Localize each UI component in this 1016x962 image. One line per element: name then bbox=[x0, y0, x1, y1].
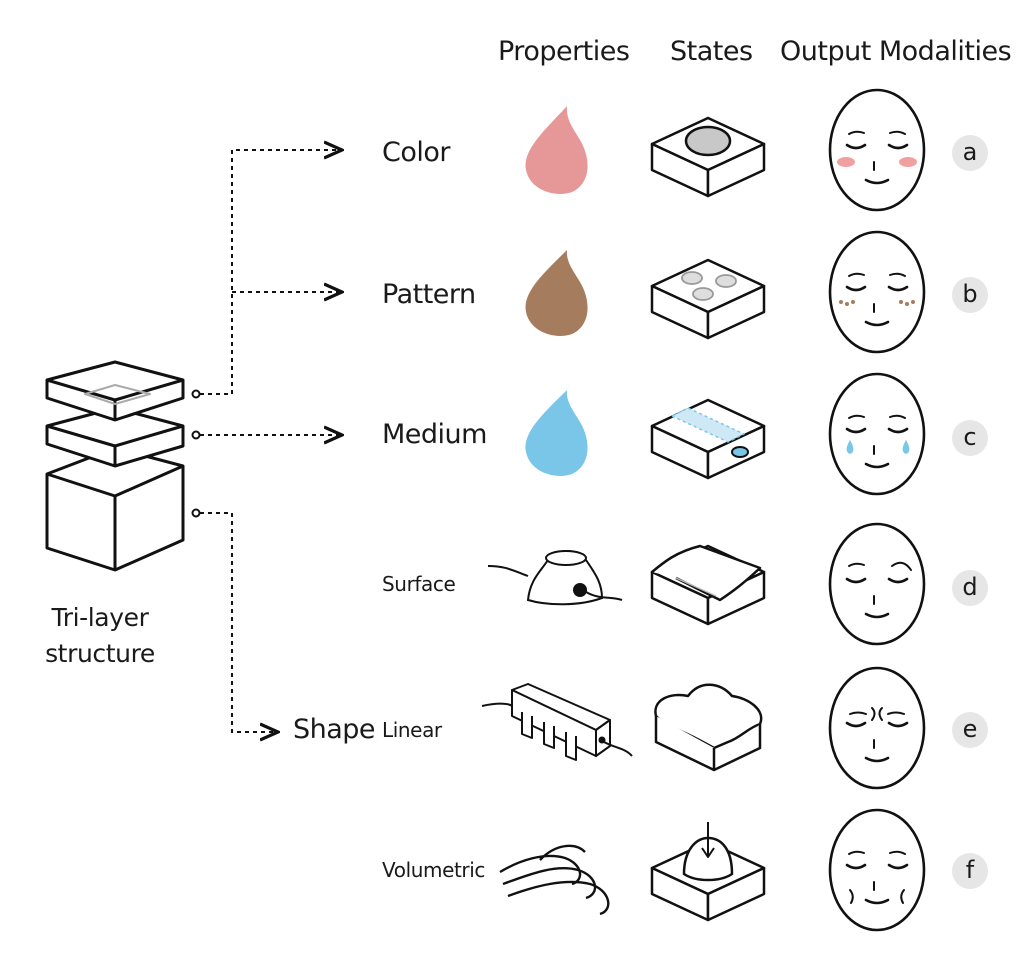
connector-lines bbox=[191, 150, 341, 732]
badge-c: c bbox=[952, 420, 988, 456]
row-label-medium: Medium bbox=[382, 419, 487, 450]
tri-layer-label-line1: Tri-layer bbox=[51, 603, 149, 632]
channel-block-icon bbox=[650, 398, 766, 480]
badge-a: a bbox=[952, 135, 988, 171]
three-dots-block-icon bbox=[650, 258, 766, 340]
dome-press-block-icon bbox=[650, 822, 766, 922]
tri-layer-structure-icon bbox=[45, 360, 185, 572]
face-blush-icon bbox=[828, 88, 926, 212]
header-states: States bbox=[670, 36, 753, 67]
wavy-block-icon bbox=[654, 683, 763, 772]
row-label-color: Color bbox=[382, 137, 451, 168]
row-label-pattern: Pattern bbox=[382, 279, 476, 310]
face-tears-icon bbox=[828, 372, 926, 496]
badge-d: d bbox=[952, 570, 988, 606]
brown-drop-icon bbox=[525, 250, 588, 336]
badge-b: b bbox=[952, 277, 988, 313]
row-label-volumetric: Volumetric bbox=[382, 858, 486, 882]
blue-drop-icon bbox=[525, 390, 588, 476]
bump-actuator-icon bbox=[487, 550, 623, 606]
badge-f: f bbox=[952, 853, 988, 889]
pink-drop-icon bbox=[525, 106, 588, 194]
header-properties: Properties bbox=[498, 36, 630, 67]
row-label-surface: Surface bbox=[382, 572, 456, 596]
face-frown-lines-icon bbox=[828, 666, 926, 790]
face-freckles-icon bbox=[828, 230, 926, 354]
coil-wires-icon bbox=[499, 844, 610, 916]
badge-e: e bbox=[952, 712, 988, 748]
tri-layer-label-line2: structure bbox=[45, 639, 155, 668]
gray-disc-block-icon bbox=[650, 116, 766, 198]
tri-layer-label: Tri-layer structure bbox=[30, 600, 170, 672]
face-raised-brow-icon bbox=[828, 522, 926, 646]
row-label-linear: Linear bbox=[382, 718, 442, 742]
header-output-modalities: Output Modalities bbox=[780, 36, 1012, 67]
face-dimples-icon bbox=[828, 808, 926, 932]
peeled-surface-block-icon bbox=[650, 544, 766, 626]
shape-label: Shape bbox=[293, 714, 376, 745]
linear-actuator-icon bbox=[481, 683, 633, 761]
